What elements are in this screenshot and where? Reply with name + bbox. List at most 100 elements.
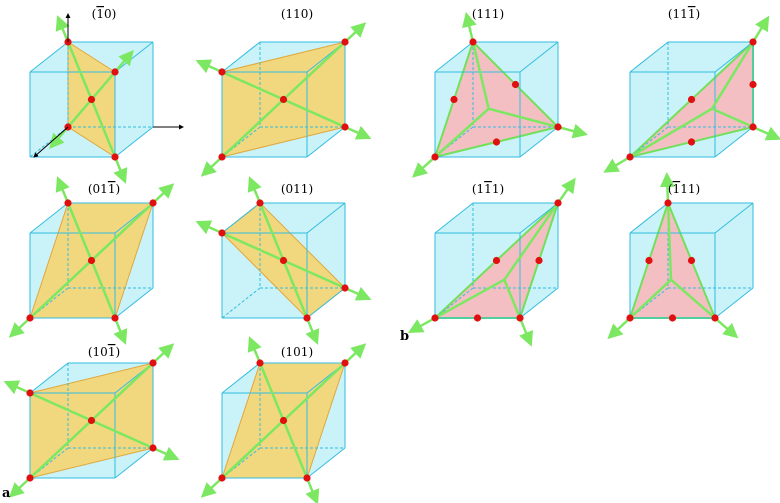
- lattice-point: [279, 95, 288, 104]
- lattice-point: [341, 38, 349, 46]
- green-arrow: [90, 49, 134, 101]
- cube-right-face: [115, 42, 153, 157]
- lattice-point: [303, 474, 311, 482]
- lattice-point: [687, 95, 696, 104]
- panel-label-a: a: [2, 486, 11, 501]
- plane-label: (011): [88, 182, 120, 196]
- cube-edge: [114, 126, 154, 158]
- green-arrow: [8, 419, 93, 498]
- lattice-point: [279, 416, 288, 425]
- lattice-point: [668, 314, 677, 322]
- label-part: 1: [96, 7, 104, 21]
- axis-x: [33, 126, 69, 158]
- lattice-point: [554, 123, 562, 131]
- label-part: (110): [281, 7, 313, 21]
- cube-hidden-edge: [29, 126, 69, 158]
- cube-edge: [714, 41, 754, 73]
- plane-111: (111): [411, 7, 588, 178]
- cube-edge: [306, 202, 346, 234]
- lattice-point: [26, 314, 34, 322]
- cube-edge: [714, 202, 754, 234]
- lattice-point: [687, 138, 696, 146]
- lattice-point: [431, 314, 439, 322]
- cube-edge: [29, 202, 69, 234]
- green-arrow: [407, 278, 505, 333]
- cube-edge: [519, 202, 559, 234]
- cube-edge: [114, 41, 154, 73]
- plane-01-1: (011): [8, 176, 175, 345]
- cube-hidden-edge: [221, 287, 261, 319]
- lattice-point: [149, 359, 157, 367]
- green-arrow: [282, 259, 372, 301]
- label-part: 0): [104, 7, 116, 21]
- green-arrow: [90, 260, 128, 345]
- lattice-point: [469, 38, 477, 46]
- lattice-point: [711, 314, 719, 322]
- green-arrow: [200, 98, 285, 177]
- lattice-point: [218, 474, 226, 482]
- lattice-point: [341, 123, 349, 131]
- cube-edge: [29, 41, 69, 73]
- lattice-point: [749, 123, 757, 131]
- green-arrow: [90, 343, 175, 422]
- plane-label: (111): [668, 182, 700, 196]
- green-arrow: [607, 278, 672, 340]
- green-arrow: [49, 98, 93, 150]
- green-arrow: [195, 220, 285, 262]
- cube-hidden-edge: [434, 287, 474, 319]
- lattice-point: [87, 95, 96, 104]
- label-part: (101): [281, 345, 313, 359]
- lattice-point: [341, 359, 349, 367]
- lattice-point: [64, 199, 72, 207]
- lattice-point: [516, 314, 524, 322]
- plane-label: (111): [668, 7, 700, 21]
- green-arrow: [711, 107, 780, 141]
- lattice-point: [645, 256, 653, 265]
- green-arrow: [90, 99, 128, 184]
- green-arrow: [282, 420, 320, 503]
- lattice-point: [26, 389, 34, 397]
- cube-top-face: [435, 203, 558, 233]
- plane-11-1: (111): [603, 7, 780, 173]
- label-part: (1: [472, 182, 484, 196]
- lattice-point: [749, 80, 757, 89]
- lattice-point: [626, 153, 634, 161]
- cube-edge: [434, 41, 474, 73]
- lattice-point: [87, 416, 96, 425]
- label-part: 1): [492, 182, 504, 196]
- green-arrow: [503, 177, 576, 281]
- label-part: 1: [108, 182, 116, 196]
- plane-label: (101): [88, 345, 120, 359]
- label-part: (011): [281, 182, 313, 196]
- lattice-point: [749, 38, 757, 46]
- label-part: 1: [484, 182, 492, 196]
- cube-edge: [629, 202, 669, 234]
- plane-label: (10): [92, 7, 117, 21]
- cube-right-face: [715, 203, 753, 318]
- label-part: (: [92, 7, 97, 21]
- lattice-point: [687, 256, 696, 265]
- cube-edge: [306, 287, 346, 319]
- green-arrow: [8, 259, 93, 338]
- lattice-point: [149, 444, 157, 452]
- cube-edge: [519, 126, 559, 158]
- lattice-point: [473, 314, 482, 322]
- green-arrow: [603, 107, 713, 173]
- green-arrow: [670, 278, 739, 339]
- green-arrow: [659, 172, 675, 280]
- green-arrow: [503, 279, 533, 347]
- lattice-point: [111, 153, 119, 161]
- lattice-point: [492, 138, 501, 146]
- cube-edge: [306, 447, 346, 479]
- green-arrow: [282, 260, 320, 345]
- label-part: (: [668, 182, 673, 196]
- cube-edge: [221, 362, 261, 394]
- green-arrow: [90, 183, 175, 262]
- label-part: ): [695, 7, 700, 21]
- lattice-point: [535, 256, 543, 265]
- plane-label: (101): [281, 345, 313, 359]
- lattice-point: [256, 359, 264, 367]
- label-part: 1: [673, 182, 681, 196]
- plane-10-1: (101): [3, 343, 180, 498]
